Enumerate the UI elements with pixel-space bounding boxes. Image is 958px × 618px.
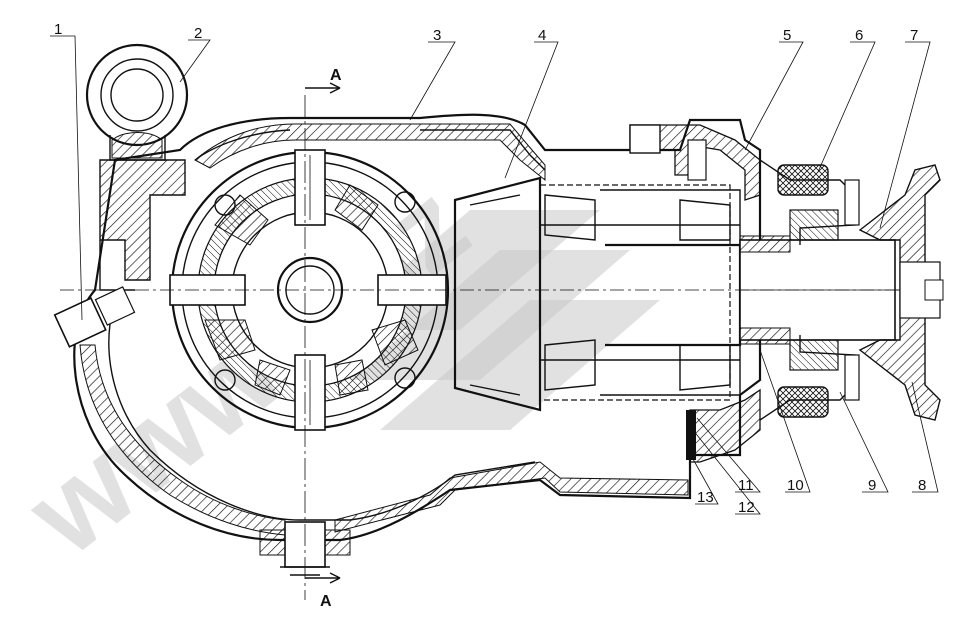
section-label-bottom: A [320, 593, 332, 610]
callout-8: 8 [918, 477, 926, 494]
section-label-top: A [330, 67, 342, 84]
drive-flange [858, 164, 944, 421]
callout-6: 6 [855, 27, 863, 44]
leader-lines [50, 35, 939, 515]
callout-11: 11 [738, 477, 754, 494]
differential-assembly [169, 149, 450, 431]
callout-2: 2 [194, 25, 202, 42]
lifting-eye [85, 43, 189, 161]
bearing-cover [629, 124, 856, 463]
section-marker: A A [304, 67, 342, 610]
callout-9: 9 [868, 477, 876, 494]
fill-bolt [53, 286, 136, 348]
callout-7: 7 [910, 27, 918, 44]
callout-numbers: 1 2 3 4 5 6 7 8 9 10 11 12 13 [54, 21, 926, 516]
callout-3: 3 [433, 27, 441, 44]
pinion-assembly [60, 176, 940, 412]
callout-13: 13 [697, 489, 714, 506]
housing [73, 113, 762, 542]
callout-4: 4 [538, 27, 546, 44]
callout-1: 1 [54, 21, 62, 38]
callout-5: 5 [783, 27, 791, 44]
callout-10: 10 [787, 477, 804, 494]
callout-12: 12 [738, 499, 755, 516]
oil-seals [777, 164, 860, 418]
